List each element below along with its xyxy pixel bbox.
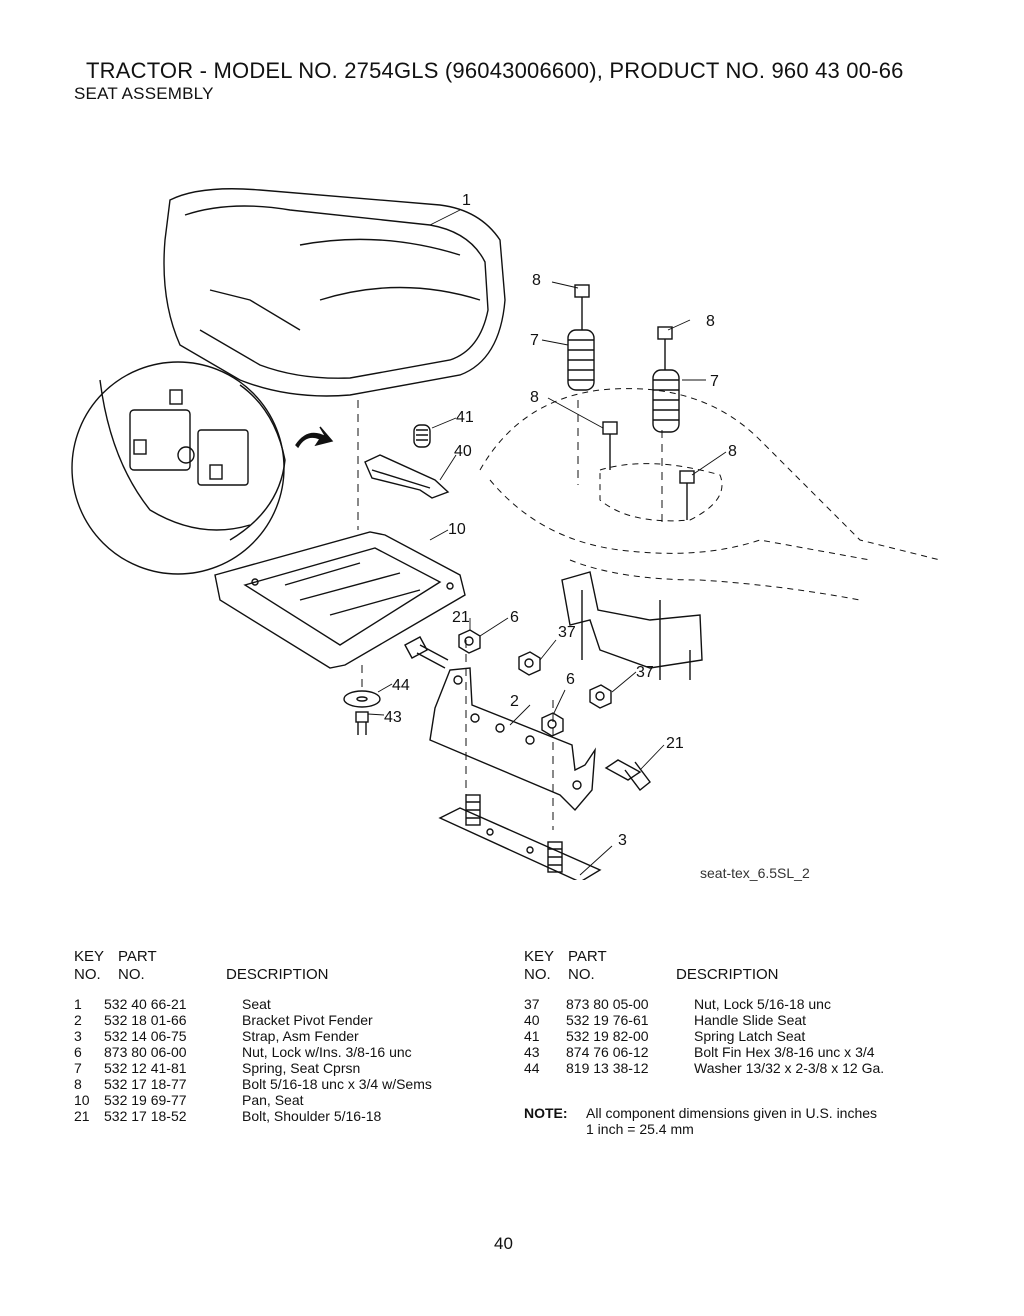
nuts — [458, 629, 612, 737]
description: Nut, Lock 5/16-18 unc — [694, 996, 831, 1012]
description-header: DESCRIPTION — [226, 966, 329, 983]
callout-41: 41 — [456, 409, 474, 426]
part-no: 532 40 66-21 — [104, 996, 187, 1012]
callout-10: 10 — [448, 521, 466, 538]
part-no: 532 19 76-61 — [566, 1012, 649, 1028]
description: Bolt Fin Hex 3/8-16 unc x 3/4 — [694, 1044, 875, 1060]
part-no: 532 19 82-00 — [566, 1028, 649, 1044]
description: Strap, Asm Fender — [242, 1028, 359, 1044]
description: Bracket Pivot Fender — [242, 1012, 373, 1028]
callout-21: 21 — [666, 735, 684, 752]
part-no: 532 17 18-77 — [104, 1076, 187, 1092]
part-no: 874 76 06-12 — [566, 1044, 649, 1060]
key-no: 41 — [524, 1028, 540, 1044]
key-no: 37 — [524, 996, 540, 1012]
part-header-top: PART — [118, 948, 157, 965]
key-no: 1 — [74, 996, 82, 1012]
callout-8: 8 — [530, 389, 539, 406]
description: Pan, Seat — [242, 1092, 304, 1108]
diagram-reference-code: seat-tex_6.5SL_2 — [700, 865, 810, 881]
key-header-top: KEY — [524, 948, 555, 965]
note-conversion: 1 inch = 25.4 mm — [586, 1121, 694, 1137]
part-no: 873 80 05-00 — [566, 996, 649, 1012]
key-no: 10 — [74, 1092, 90, 1108]
parts-table-right: KEY NO. PART NO. DESCRIPTION 37 873 80 0… — [524, 948, 944, 1148]
callout-7: 7 — [530, 332, 539, 349]
part-no: 532 12 41-81 — [104, 1060, 187, 1076]
latch-parts — [364, 424, 450, 499]
part-no: 873 80 06-00 — [104, 1044, 187, 1060]
callout-44: 44 — [392, 677, 410, 694]
key-no: 8 — [74, 1076, 82, 1092]
description: Nut, Lock w/Ins. 3/8-16 unc — [242, 1044, 412, 1060]
parts-table-left: KEY NO. PART NO. DESCRIPTION 1 532 40 66… — [74, 948, 494, 1148]
seat-drawing — [163, 188, 506, 397]
part-header-top: PART — [568, 948, 607, 965]
callout-40: 40 — [454, 443, 472, 460]
part-no: 532 17 18-52 — [104, 1108, 187, 1124]
spring-bolts — [567, 284, 695, 520]
key-no: 21 — [74, 1108, 90, 1124]
part-header-bottom: NO. — [568, 966, 595, 983]
callout-2: 2 — [510, 693, 519, 710]
key-header-bottom: NO. — [524, 966, 551, 983]
description: Spring Latch Seat — [694, 1028, 806, 1044]
seat-assembly-diagram: 1 8 8 7 7 8 8 41 40 10 21 6 37 37 6 2 44… — [71, 188, 941, 880]
part-no: 819 13 38-12 — [566, 1060, 649, 1076]
description: Bolt, Shoulder 5/16-18 — [242, 1108, 382, 1124]
part-header-bottom: NO. — [118, 966, 145, 983]
section-subtitle: SEAT ASSEMBLY — [74, 84, 214, 103]
callout-43: 43 — [384, 709, 402, 726]
key-no: 6 — [74, 1044, 82, 1060]
callout-6: 6 — [566, 671, 575, 688]
note-text: All component dimensions given in U.S. i… — [586, 1105, 878, 1121]
key-no: 3 — [74, 1028, 82, 1044]
callout-3: 3 — [618, 832, 627, 849]
callout-6: 6 — [510, 609, 519, 626]
description: Handle Slide Seat — [694, 1012, 807, 1028]
key-no: 43 — [524, 1044, 540, 1060]
part-no: 532 14 06-75 — [104, 1028, 187, 1044]
callout-8: 8 — [532, 272, 541, 289]
part-no: 532 19 69-77 — [104, 1092, 187, 1108]
strap-drawing — [438, 794, 602, 880]
fender-bracket — [561, 571, 703, 680]
callout-7: 7 — [710, 373, 719, 390]
callout-21: 21 — [452, 609, 470, 626]
callout-labels: 1 8 8 7 7 8 8 41 40 10 21 6 37 37 6 2 44… — [384, 192, 737, 849]
part-no: 532 18 01-66 — [104, 1012, 187, 1028]
callout-37: 37 — [636, 664, 654, 681]
pivot-bracket-drawing — [429, 667, 596, 812]
shoulder-bolts — [404, 636, 651, 791]
description: Bolt 5/16-18 unc x 3/4 w/Sems — [242, 1076, 432, 1092]
description: Seat — [242, 996, 271, 1012]
detail-inset — [71, 361, 334, 575]
note-label: NOTE: — [524, 1105, 568, 1121]
description-header: DESCRIPTION — [676, 966, 779, 983]
callout-1: 1 — [462, 192, 471, 209]
description: Spring, Seat Cprsn — [242, 1060, 361, 1076]
key-no: 40 — [524, 1012, 540, 1028]
page-title: TRACTOR - MODEL NO. 2754GLS (96043006600… — [86, 58, 904, 83]
key-no: 7 — [74, 1060, 82, 1076]
key-no: 2 — [74, 1012, 82, 1028]
page-number: 40 — [494, 1234, 513, 1253]
description: Washer 13/32 x 2-3/8 x 12 Ga. — [694, 1060, 885, 1076]
fender-outline — [479, 388, 941, 601]
key-header-bottom: NO. — [74, 966, 101, 983]
callout-8: 8 — [706, 313, 715, 330]
callout-37: 37 — [558, 624, 576, 641]
seat-pan-drawing — [214, 531, 466, 669]
key-no: 44 — [524, 1060, 540, 1076]
callout-8: 8 — [728, 443, 737, 460]
key-header-top: KEY — [74, 948, 105, 965]
washer-bolt — [343, 690, 381, 735]
